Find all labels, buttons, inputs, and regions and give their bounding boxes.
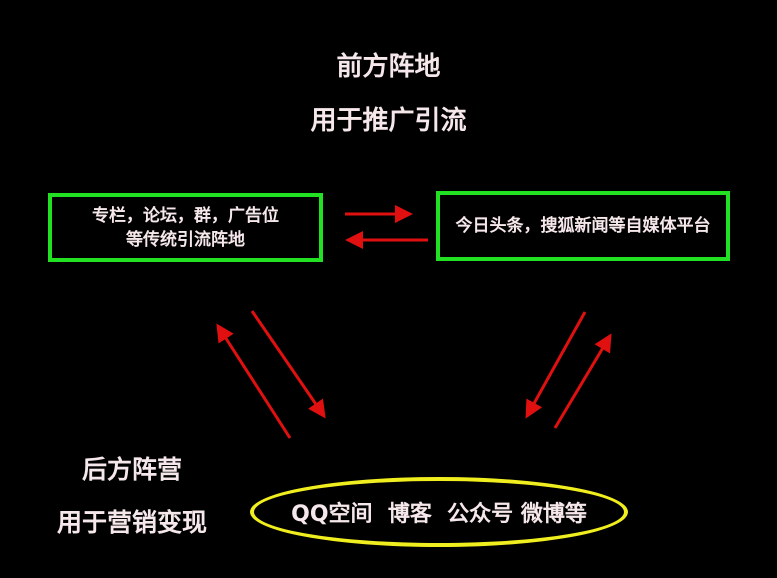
- arrow-up-left: [216, 323, 292, 439]
- arrow-up-right: [553, 333, 612, 429]
- ellipse-text: QQ空间 博客 公众号 微博等: [291, 502, 587, 527]
- monetization-ellipse: QQ空间 博客 公众号 微博等: [250, 477, 628, 547]
- self-media-box: 今日头条，搜狐新闻等自媒体平台: [436, 191, 730, 261]
- arrow-down-right: [525, 311, 587, 419]
- left-box-line2: 等传统引流阵地: [126, 229, 245, 250]
- arrow-down-left: [250, 310, 326, 419]
- right-box-text: 今日头条，搜狐新闻等自媒体平台: [455, 216, 711, 236]
- front-title: 前方阵地: [336, 52, 441, 82]
- back-subtitle: 用于营销变现: [57, 508, 208, 537]
- traditional-channels-box: 专栏，论坛，群，广告位等传统引流阵地: [48, 193, 323, 262]
- left-box-line1: 专栏，论坛，群，广告位: [92, 205, 279, 226]
- front-subtitle: 用于推广引流: [310, 106, 467, 136]
- back-title: 后方阵营: [82, 455, 183, 484]
